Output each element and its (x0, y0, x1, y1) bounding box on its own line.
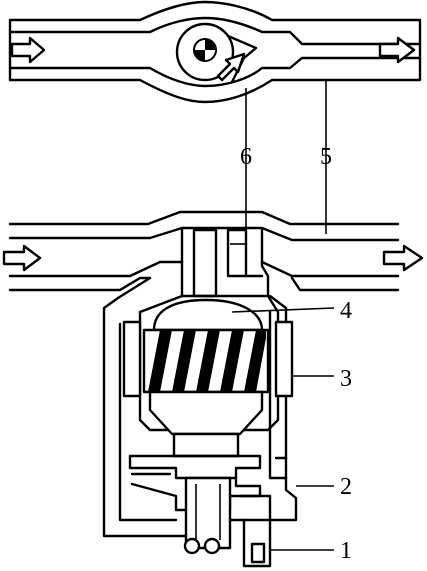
leader-4 (231, 307, 335, 313)
bottom-pipe-assembly (2, 210, 424, 292)
top-pipe-inner-lower (8, 56, 422, 88)
label-4: 4 (340, 298, 352, 324)
rotor-top (152, 298, 264, 332)
rotation-sensor-icon (193, 38, 217, 62)
label-2: 2 (340, 474, 352, 500)
bearing-ball-left (183, 537, 201, 555)
top-pipe-outer (8, 0, 422, 104)
label-1: 1 (340, 538, 352, 564)
bottom-outlet-arrow-icon (382, 244, 424, 272)
bearing-ball-right (203, 537, 221, 555)
bottom-pipe-upper-inner (8, 226, 400, 242)
diagonal-flow-arrow-icon (216, 52, 246, 82)
stator-left (122, 320, 142, 398)
rotor-bottom (148, 390, 264, 436)
top-pipe-inner-upper (8, 16, 422, 46)
terminal-connector (242, 518, 272, 568)
stator-right (274, 320, 294, 398)
bottom-inlet-arrow-icon (2, 244, 42, 272)
label-5: 5 (320, 144, 332, 170)
label-6: 6 (240, 144, 252, 170)
bottom-pipe-upper-outer (8, 210, 400, 226)
bottom-pipe-lower-inner (8, 260, 400, 278)
top-outlet-arrow-icon (378, 36, 416, 64)
rotor-can (138, 294, 280, 432)
top-inlet-arrow-icon (10, 36, 46, 64)
label-3: 3 (340, 366, 352, 392)
housing-right-inner (268, 310, 288, 480)
bottom-pipe-lower-outer (8, 276, 400, 292)
top-pipe-assembly (8, 0, 422, 104)
housing-inner-wall (118, 322, 178, 522)
winding-stripes (148, 330, 266, 392)
vane-shaft (180, 226, 270, 298)
motor-assembly (122, 294, 294, 436)
lower-shaft (128, 432, 288, 555)
